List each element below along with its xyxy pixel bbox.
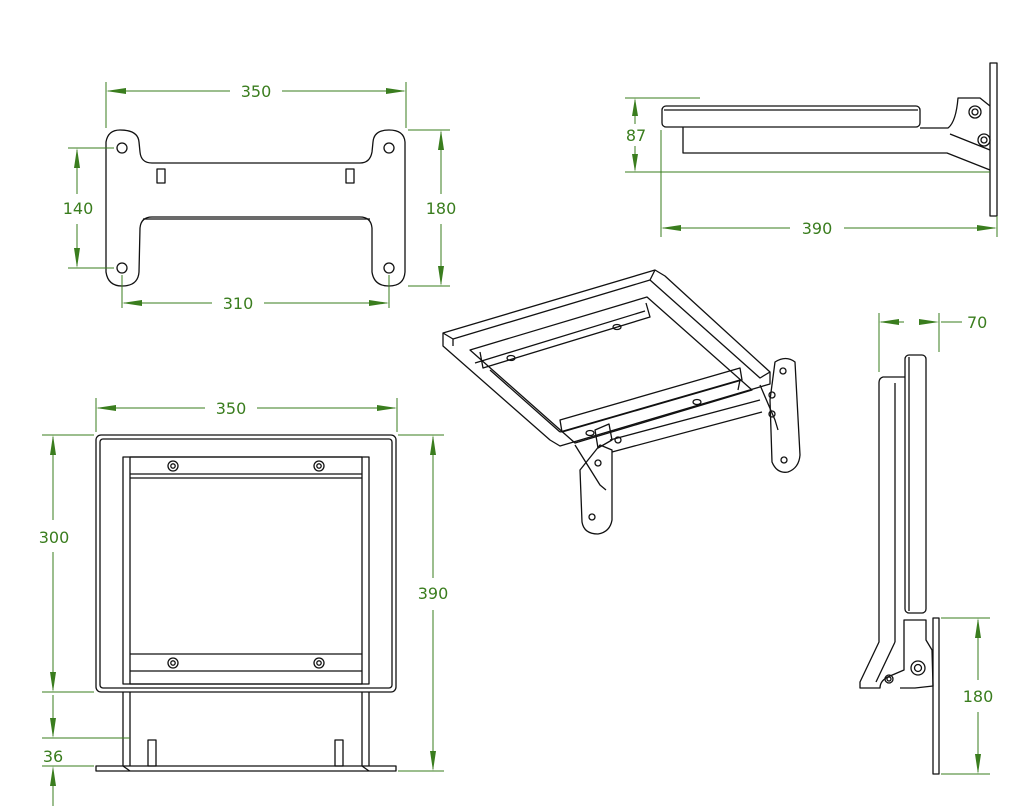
dim-plate-width: 350 (241, 82, 272, 101)
dim-side-height: 87 (626, 126, 646, 145)
pivot-hole (884, 674, 894, 684)
bracket-plate-outline (105, 129, 406, 287)
front-seat-panel (95, 434, 397, 693)
seat-board (661, 105, 921, 128)
slot (345, 168, 355, 184)
side-top-dimensions: 87 390 (625, 97, 998, 238)
front-dimensions: 350 300 390 36 (39, 398, 449, 806)
dim-total-height: 390 (418, 584, 449, 603)
bolt (167, 460, 179, 472)
front-base-plate (95, 765, 397, 772)
pivot-hole (968, 105, 982, 119)
bolt (313, 460, 325, 472)
iso-wall-plate (769, 357, 801, 473)
dim-base-offset: 36 (43, 747, 63, 766)
pivot-hole (910, 660, 926, 676)
mount-hole (116, 142, 128, 154)
bracket-arm (682, 97, 991, 171)
dim-plate-height: 180 (426, 199, 457, 218)
side-seat-board (904, 354, 927, 614)
dim-side-plate-height: 180 (963, 687, 994, 706)
iso-lower-plate (579, 444, 613, 535)
front-frame (122, 456, 370, 685)
wall-plate (989, 62, 998, 217)
mount-hole (116, 262, 128, 274)
right-side-view (859, 354, 940, 775)
front-view (95, 434, 397, 772)
bolt (313, 657, 325, 669)
side-bracket (859, 376, 934, 689)
dim-side-thickness: 70 (967, 313, 987, 332)
bolt (167, 657, 179, 669)
dim-hole-spacing-h: 310 (223, 294, 254, 313)
dim-side-depth: 390 (802, 219, 833, 238)
slot (156, 168, 166, 184)
isometric-view (442, 269, 801, 535)
mount-hole (383, 142, 395, 154)
dim-hole-spacing-v: 140 (63, 199, 94, 218)
pivot-hole (977, 133, 991, 147)
dim-frame-height: 300 (39, 528, 70, 547)
side-top-view (661, 62, 998, 217)
mount-hole (383, 262, 395, 274)
right-side-dimensions: 70 180 (878, 313, 994, 775)
dim-front-width: 350 (216, 399, 247, 418)
bracket-plate-dimensions: 350 310 140 180 (63, 82, 457, 313)
bracket-plate-view (105, 129, 406, 287)
side-wall-plate (932, 617, 940, 775)
